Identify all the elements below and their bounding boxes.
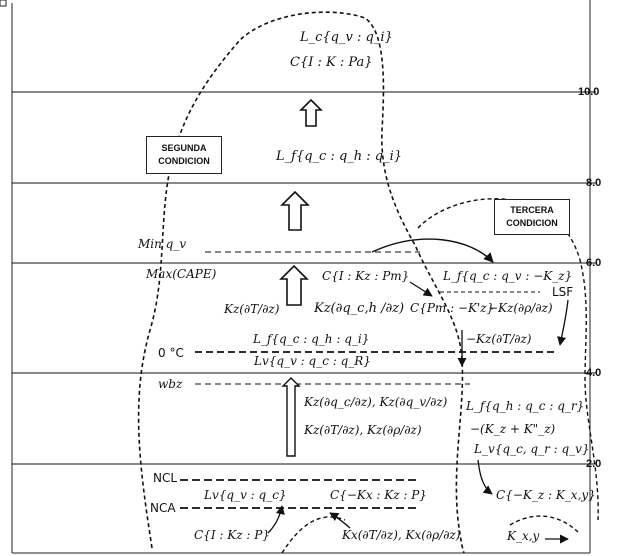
label-zero-c: 0 °C xyxy=(158,346,184,360)
label-c-kz: C{−K_z : K_x,y} xyxy=(496,488,596,502)
label-wbz: wbz xyxy=(158,377,183,391)
label-lc: L_c{q_v : q_i} xyxy=(300,30,393,45)
arrow-kx-bottom xyxy=(329,512,351,529)
up-arrow-8 xyxy=(280,190,310,231)
label-kx-bottom: Kx(∂T/∂z), Kx(∂ρ/∂z) xyxy=(342,528,461,542)
label-maxcape: Max(CAPE) xyxy=(146,267,217,281)
cloud-outline-right xyxy=(417,198,599,521)
arrow-cbottom xyxy=(267,505,285,534)
axis-label-6: 6.0 xyxy=(586,257,602,269)
corner-mark xyxy=(0,0,7,7)
label-c-ikzpm: C{I : Kz : Pm} xyxy=(322,269,410,283)
axis-label-4: 4.0 xyxy=(586,367,602,379)
label-kz-dt2: −Kz(∂T/∂z) xyxy=(466,332,532,346)
arrow-cikzpm xyxy=(409,281,433,297)
label-ncl: NCL xyxy=(153,471,178,485)
label-kz-drho: −Kz(∂ρ/∂z) xyxy=(488,301,553,315)
label-c-bottom: C{I : Kz : P} xyxy=(194,528,270,542)
label-c-kx: C{−Kx : Kz : P} xyxy=(330,488,427,502)
arrow-minqv-to-lf xyxy=(371,238,494,263)
label-c-ikpa: C{I : K : Pa} xyxy=(290,55,373,70)
label-lf-right: L_f{q_c : q_v : −K_z} xyxy=(443,269,573,283)
segunda-condicion-box: SEGUNDA CONDICION xyxy=(146,136,222,174)
bottom-arc-left xyxy=(281,516,346,554)
label-lf-low: L_f{q_h : q_c : q_r} xyxy=(466,399,585,413)
tercera-line2: CONDICION xyxy=(506,218,558,228)
label-lsf: LSF xyxy=(552,285,574,299)
segunda-line2: CONDICION xyxy=(158,156,210,166)
label-kxy: K_x,y xyxy=(507,529,540,543)
arrow-to-ckz xyxy=(477,459,493,495)
axis-label-8: 8.0 xyxy=(586,177,602,189)
segunda-line1: SEGUNDA xyxy=(161,142,207,153)
cloud-outline-left xyxy=(137,11,465,554)
up-arrow-tall xyxy=(281,377,301,457)
label-nca: NCA xyxy=(150,501,176,515)
tercera-line1: TERCERA xyxy=(510,204,554,215)
label-lf-top: L_f{q_c : q_h : q_i} xyxy=(276,149,403,164)
label-lv-low: L_v{q_c, q_r : q_v} xyxy=(474,442,590,456)
tercera-condicion-box: TERCERA CONDICION xyxy=(494,199,570,235)
label-kz-sum: −(K_z + K"_z) xyxy=(470,422,556,436)
label-lv-mid: Lv{q_v : q_c : q_R} xyxy=(254,354,371,368)
up-arrow-6 xyxy=(279,264,309,306)
label-kz-dt: Kz(∂T/∂z) xyxy=(224,302,280,316)
label-c-pm: C{Pm : −K'z} xyxy=(410,301,495,315)
bottom-arc-right xyxy=(509,515,579,533)
label-kz-dqc: Kz(∂q_c/∂z), Kz(∂q_v/∂z) xyxy=(304,395,448,409)
axis-label-10: 10.0 xyxy=(578,86,600,98)
label-kz-dtr: Kz(∂T/∂z), Kz(∂ρ/∂z) xyxy=(304,423,422,437)
axis-label-2: 2.0 xyxy=(586,458,602,470)
up-arrow-top xyxy=(299,98,323,127)
label-lv-bot: Lv{q_v : q_c} xyxy=(204,488,287,502)
label-minqv: Min q_v xyxy=(138,237,187,251)
label-lf-mid: L_f{q_c : q_h : q_i} xyxy=(253,332,370,346)
label-kz-dq: Kz(∂q_c,h /∂z) xyxy=(314,301,405,316)
arrow-lsf xyxy=(557,299,569,346)
